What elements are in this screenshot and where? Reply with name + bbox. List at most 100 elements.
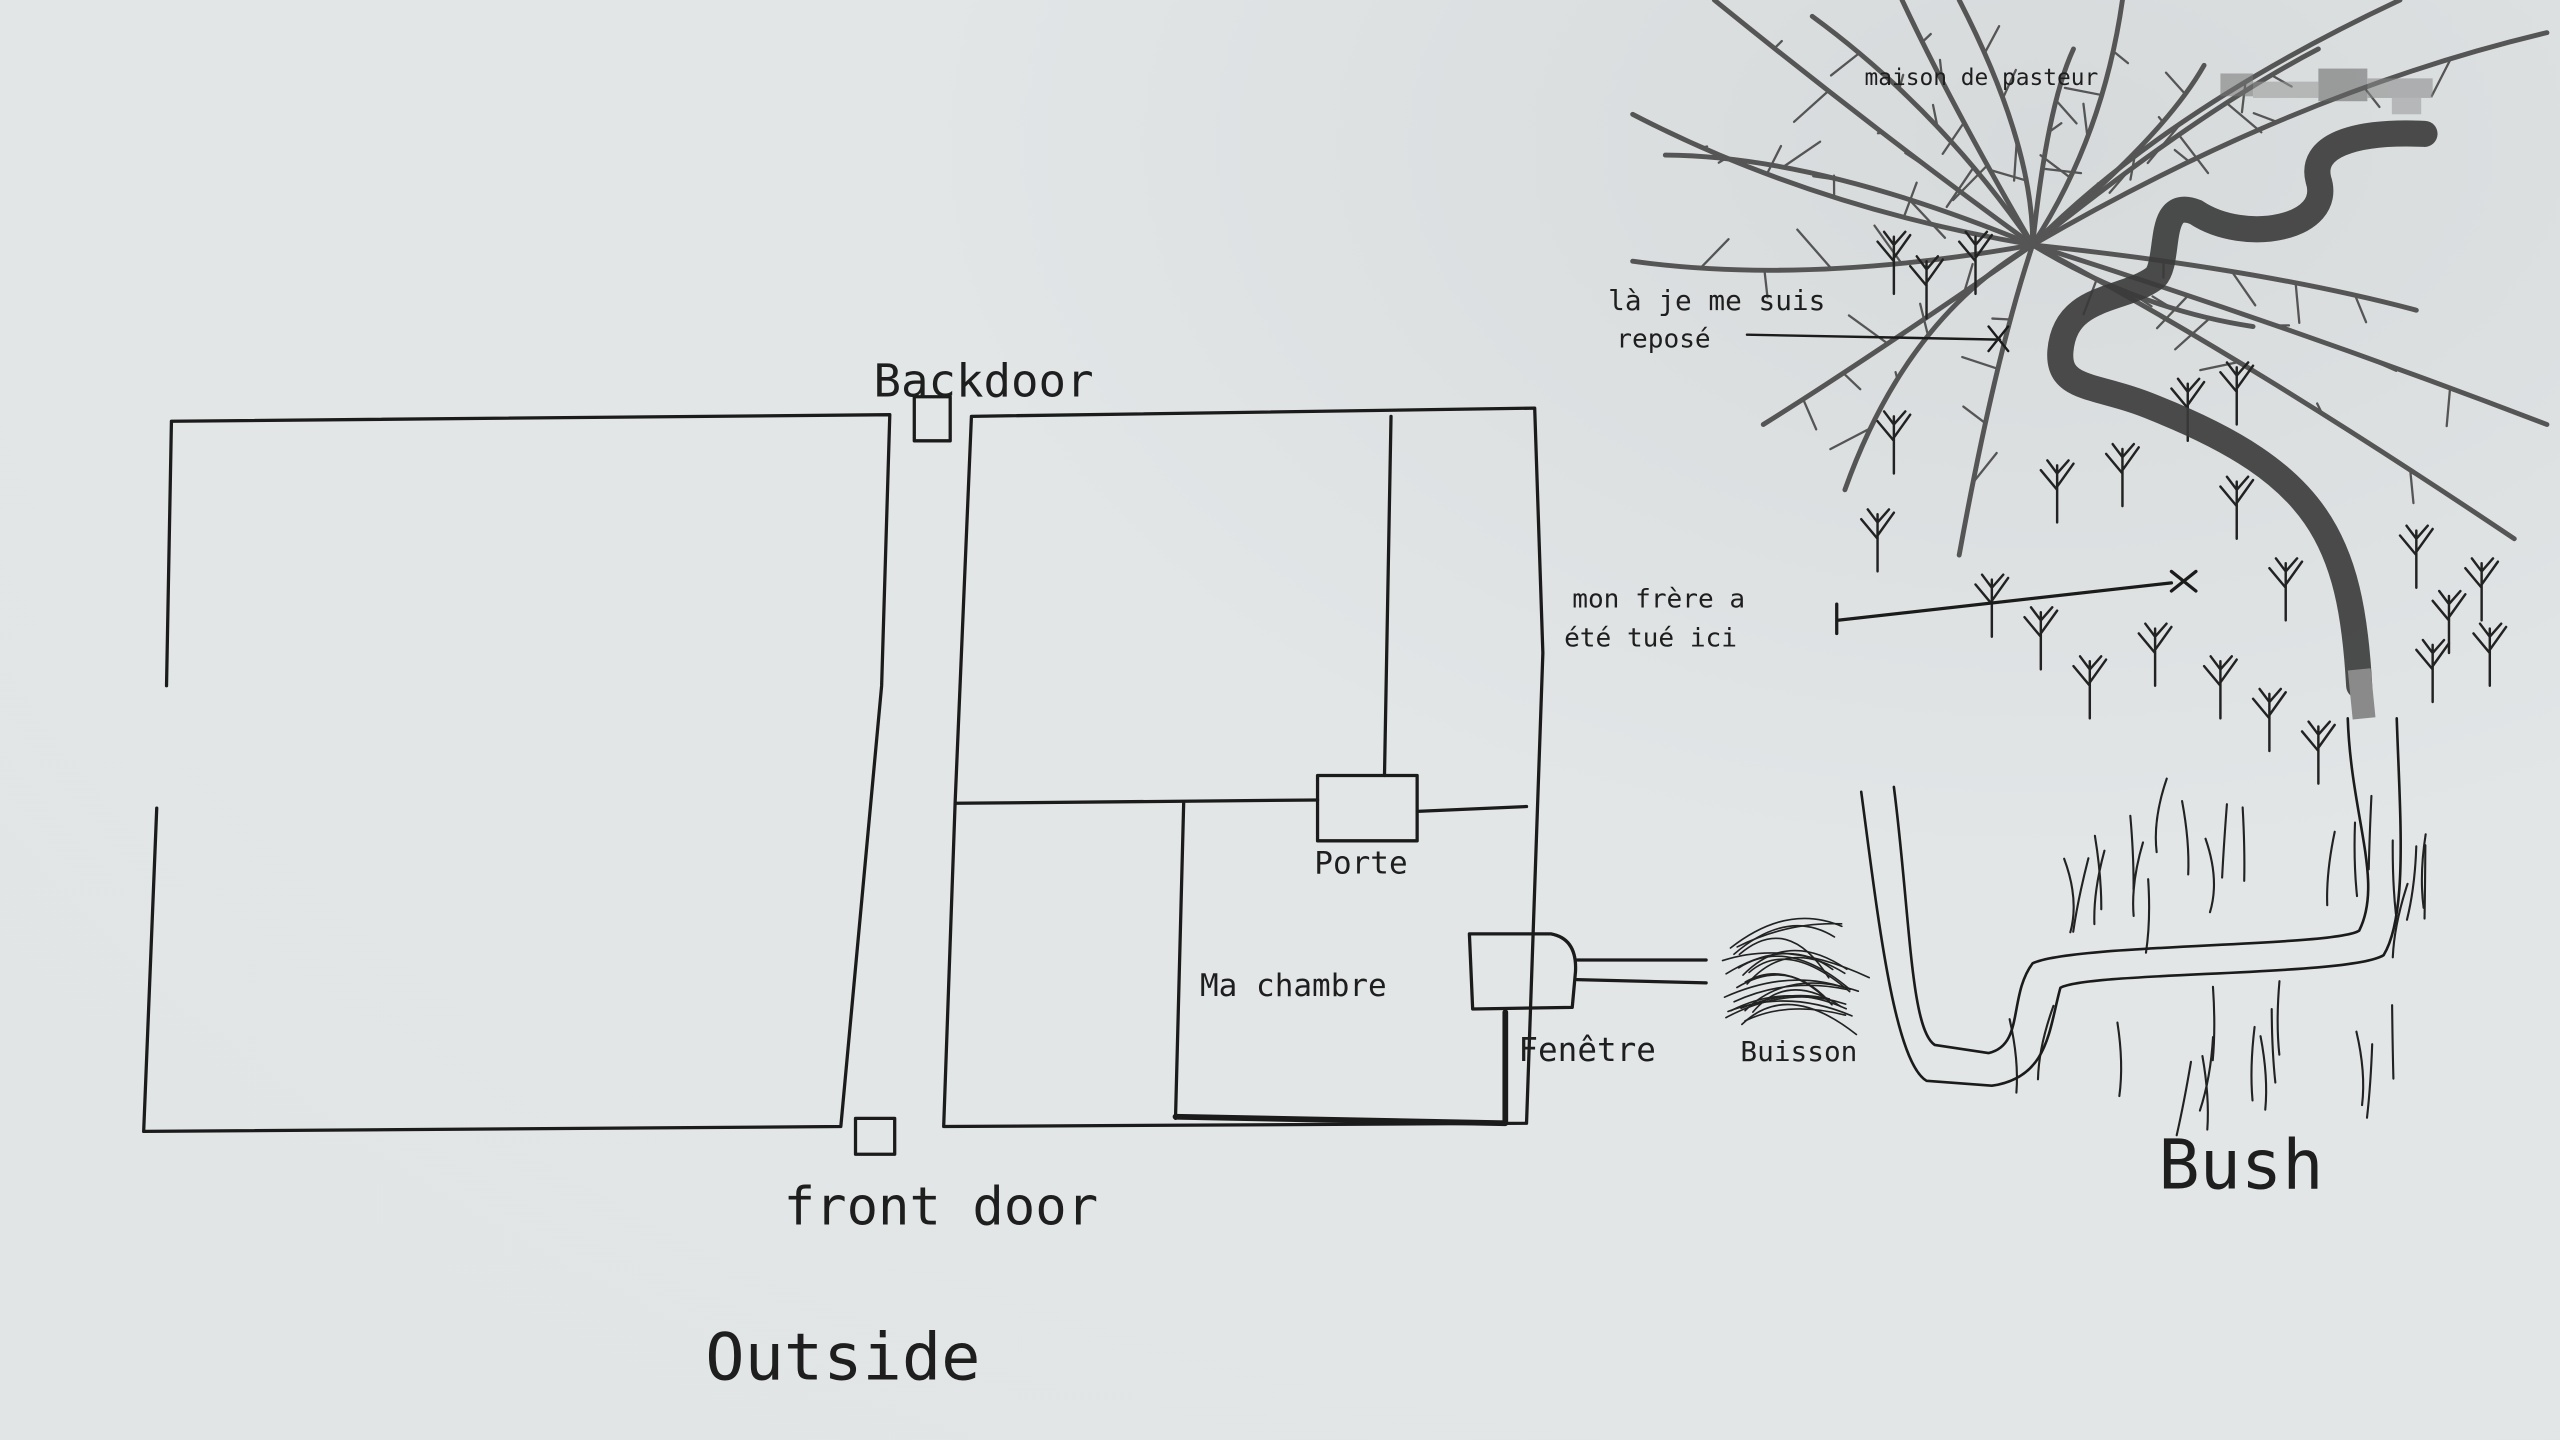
grass-blade: [2391, 1004, 2395, 1080]
left-building: [142, 413, 892, 1134]
frere-label-line2: été tué ici: [1564, 624, 1737, 654]
tree-twig: [2173, 148, 2191, 163]
tree-twig: [1792, 89, 1830, 123]
tree-branch: [2030, 242, 2550, 427]
bush-stroke: [1741, 1003, 1858, 1036]
grass-blade: [2154, 777, 2168, 854]
bush-stroke: [1729, 994, 1848, 1012]
plant: [2023, 606, 2059, 671]
front-door-label: front door: [784, 1177, 1098, 1237]
tree-twig: [1898, 73, 1905, 90]
tree-branch: [1956, 242, 2036, 558]
plants: [1860, 230, 2508, 1137]
tree-twig: [1796, 228, 1833, 270]
tree-twig: [1962, 405, 1987, 425]
plant: [2104, 442, 2140, 508]
wall-lower-vertical: [1173, 801, 1186, 1120]
bush-stroke: [1733, 924, 1836, 956]
grass-blade: [2365, 1043, 2374, 1119]
tree-twig: [2252, 112, 2279, 124]
grass-blade: [2391, 882, 2409, 959]
grass-blade: [2250, 1025, 2256, 1102]
grass-blade: [2221, 803, 2228, 879]
grass-blade: [2063, 857, 2075, 934]
tree-twig: [1904, 151, 1938, 176]
grass-blade: [2129, 814, 2135, 891]
tree-twig: [1847, 314, 1889, 345]
tree-twig: [2112, 49, 2130, 65]
grass-blade: [2276, 980, 2281, 1056]
tree-twig: [1876, 131, 1884, 135]
bush-stroke: [1742, 949, 1848, 976]
grass-blade: [2420, 833, 2427, 909]
tree-twig: [1961, 355, 1999, 370]
plant: [2137, 622, 2173, 687]
right-building: [942, 406, 1545, 1129]
tree-twig: [1763, 269, 1769, 299]
porte-door-box: [1315, 773, 1419, 843]
tree-twig: [2146, 121, 2183, 165]
grass-blade: [2353, 821, 2359, 898]
tree-branch: [1711, 0, 2036, 248]
bush-stroke: [1748, 958, 1851, 993]
tree-twig: [2314, 38, 2324, 44]
tree-branch: [1956, 0, 2036, 248]
bush-stroke: [1738, 937, 1830, 979]
tree-twig: [1945, 166, 1975, 209]
tree-twig: [2230, 270, 2257, 307]
bush-scribble: [1721, 917, 1870, 1036]
plant: [2219, 475, 2255, 540]
grass-blade: [2391, 839, 2397, 916]
tree-twig: [1921, 32, 1932, 44]
outside-label: Outside: [705, 1320, 980, 1396]
grass-blade: [2405, 845, 2418, 921]
plant: [1974, 573, 2010, 638]
tree-twig: [1812, 175, 1846, 182]
tree-twig: [1829, 427, 1872, 451]
plant: [2202, 655, 2238, 720]
tree-branch: [1809, 13, 2036, 248]
wall-thick-edge: [1172, 1009, 1509, 1127]
tree-twig: [1971, 451, 1998, 484]
grass-blade: [2204, 837, 2216, 914]
plant: [2415, 638, 2451, 704]
tree-twig: [2177, 133, 2210, 175]
plant: [2219, 361, 2255, 426]
tree-twig: [2315, 402, 2324, 415]
plant: [1876, 230, 1912, 296]
grass-blade: [2259, 1035, 2268, 1111]
bush-stroke: [1729, 917, 1843, 949]
porte-label: Porte: [1314, 845, 1407, 881]
grass-blade: [2008, 1018, 2019, 1094]
tree-twig: [1701, 145, 1709, 149]
tree-twig: [2054, 99, 2078, 125]
tree-branch: [2030, 46, 2076, 248]
plant: [1860, 508, 1896, 573]
grass-blade: [2367, 794, 2373, 871]
tree-twig: [2151, 295, 2173, 310]
plant: [2268, 557, 2304, 622]
grass-blade: [2201, 1054, 2209, 1131]
tree-twig: [1717, 157, 1727, 164]
backdoor-box: [912, 395, 952, 443]
plant: [2431, 589, 2467, 655]
tree-twig: [1907, 198, 1947, 239]
tree-twig: [1894, 370, 1899, 381]
plant: [1957, 230, 1994, 296]
bush-stroke: [1752, 989, 1842, 1013]
tree-twig: [2361, 355, 2398, 372]
bush-stroke: [1744, 1008, 1847, 1022]
bush-stroke: [1744, 982, 1860, 1012]
plant: [2300, 720, 2336, 785]
tree-twig: [1781, 140, 1822, 169]
plant: [2039, 459, 2075, 524]
tree-twig: [1931, 103, 1939, 128]
repose-label-line2: reposé: [1616, 325, 1710, 355]
tree-twig: [2133, 298, 2162, 317]
tree-branch: [1630, 111, 2036, 248]
grass-blade: [2198, 1036, 2215, 1112]
tree-twig: [1873, 224, 1903, 265]
grass-blade: [2270, 1008, 2277, 1084]
grass-blade: [2241, 806, 2246, 882]
